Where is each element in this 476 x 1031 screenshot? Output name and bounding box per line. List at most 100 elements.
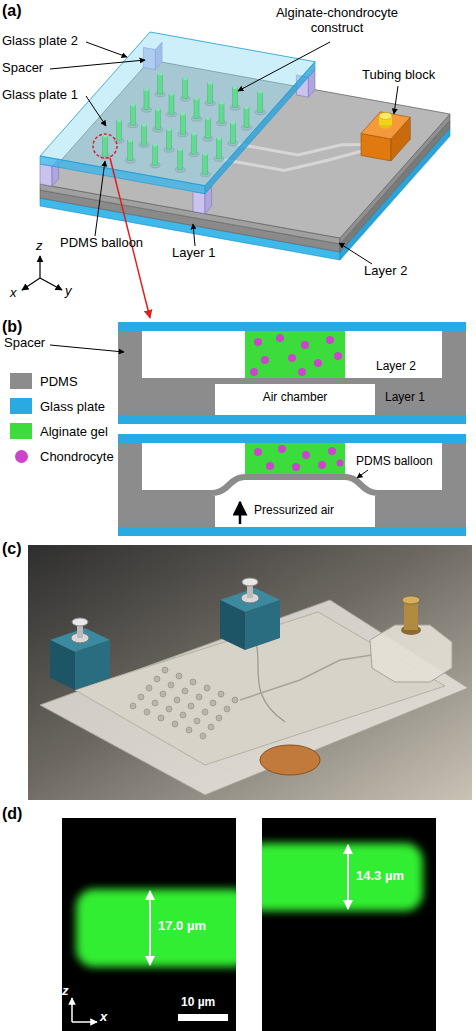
axis-label: z <box>36 239 43 254</box>
construct-signal <box>262 843 423 911</box>
leader-line <box>86 42 127 57</box>
leader-line <box>394 86 398 114</box>
legend-swatch <box>10 373 32 389</box>
part-label: Glass plate 2 <box>2 34 78 49</box>
legend-text: Glass plate <box>40 399 105 414</box>
leader-line <box>86 96 106 126</box>
dimension-arrow <box>149 891 151 965</box>
air-chamber <box>215 384 375 415</box>
alginate-gel <box>245 331 345 378</box>
tubing-port <box>379 113 392 120</box>
legend-item: Glass plate <box>10 397 105 415</box>
clamp-block <box>50 640 75 690</box>
part-label: Layer 2 <box>364 264 407 279</box>
dimension-label: 14.3 µm <box>356 869 404 884</box>
layer-2 <box>118 378 466 384</box>
air-chamber <box>215 496 375 527</box>
screw <box>242 578 258 586</box>
cross-section <box>50 322 466 536</box>
tubing-block-top <box>361 112 410 139</box>
fluorescence-images <box>62 818 436 1031</box>
legend-swatch <box>15 450 28 463</box>
leader-line <box>357 470 368 478</box>
part-label: Tubing block <box>362 68 435 83</box>
part-label: Glass plate 1 <box>2 88 78 103</box>
part-label: Layer 1 <box>385 391 425 405</box>
part-label: Spacer <box>4 336 45 351</box>
axis-label: z <box>62 984 69 999</box>
axis-arrow <box>39 256 40 278</box>
spacer <box>442 443 466 490</box>
clamp-block <box>220 600 245 650</box>
part-label: Pressurized air <box>254 504 334 518</box>
microchannel <box>240 655 372 700</box>
part-label: Air chamber <box>215 391 375 405</box>
callout-circle <box>93 134 117 158</box>
part-label: Alginate-chondrocyte construct <box>262 6 412 36</box>
spacer <box>118 443 142 490</box>
legend-item: PDMS <box>10 372 78 390</box>
tubing-block <box>370 625 452 682</box>
tubing-fitting <box>404 600 418 630</box>
legend-swatch <box>10 398 32 414</box>
chondrocytes <box>250 334 342 376</box>
glass-plate <box>118 415 466 424</box>
leader-line <box>95 161 105 236</box>
axis-arrow <box>71 998 73 1022</box>
clamp-block <box>75 640 110 690</box>
panel-label: (b) <box>2 318 22 336</box>
layer-1 <box>118 496 466 527</box>
device-photo <box>28 545 472 800</box>
glass-plate-2-top <box>40 32 315 186</box>
device-illustration <box>22 32 450 318</box>
chondrocytes <box>254 445 344 471</box>
axis-arrow <box>72 1021 97 1023</box>
legend-item: Chondrocyte <box>10 447 114 465</box>
axis-label: y <box>65 284 72 299</box>
axis-label: x <box>10 286 17 301</box>
leader-line <box>193 224 195 246</box>
clamp-block <box>245 600 280 650</box>
legend-swatch <box>10 423 32 439</box>
part-label: PDMS balloon <box>60 236 143 251</box>
part-label: Spacer <box>2 61 43 76</box>
glass-plate <box>118 322 466 331</box>
spacer <box>118 331 142 378</box>
part-label: Layer 1 <box>172 246 215 261</box>
spacer-cube <box>40 164 52 186</box>
photo-background <box>28 545 472 800</box>
leader-line <box>238 42 330 91</box>
penny <box>260 745 320 775</box>
leader-line <box>50 60 145 69</box>
panel-label: (a) <box>2 2 22 20</box>
axis-arrow <box>22 278 40 290</box>
pressure-arrow <box>239 502 242 524</box>
legend-text: Alginate gel <box>40 424 108 439</box>
panel-label: (c) <box>2 540 22 558</box>
glass-slide <box>40 600 468 795</box>
legend-item: Alginate gel <box>10 422 108 440</box>
construct-signal <box>76 889 236 967</box>
dimension-label: 17.0 µm <box>158 919 206 934</box>
layer-1 <box>118 384 466 415</box>
leader-line <box>50 345 124 352</box>
glass-plate <box>118 527 466 536</box>
legend-text: PDMS <box>40 374 78 389</box>
part-label: PDMS balloon <box>356 455 433 469</box>
spacer <box>442 331 466 378</box>
screw <box>72 618 88 626</box>
part-label: Layer 2 <box>376 360 416 374</box>
scale-bar <box>178 1014 228 1021</box>
leader-line <box>339 243 372 264</box>
scale-label: 10 µm <box>181 996 215 1010</box>
alginate-gel <box>245 443 345 474</box>
balloon-array <box>130 667 238 739</box>
legend-text: Chondrocyte <box>40 449 114 464</box>
panel-label: (d) <box>2 805 22 823</box>
axis-label: x <box>100 1010 107 1025</box>
pdms-balloon <box>118 474 466 496</box>
tubing-fitting <box>402 596 420 604</box>
axis-arrow <box>40 278 62 290</box>
